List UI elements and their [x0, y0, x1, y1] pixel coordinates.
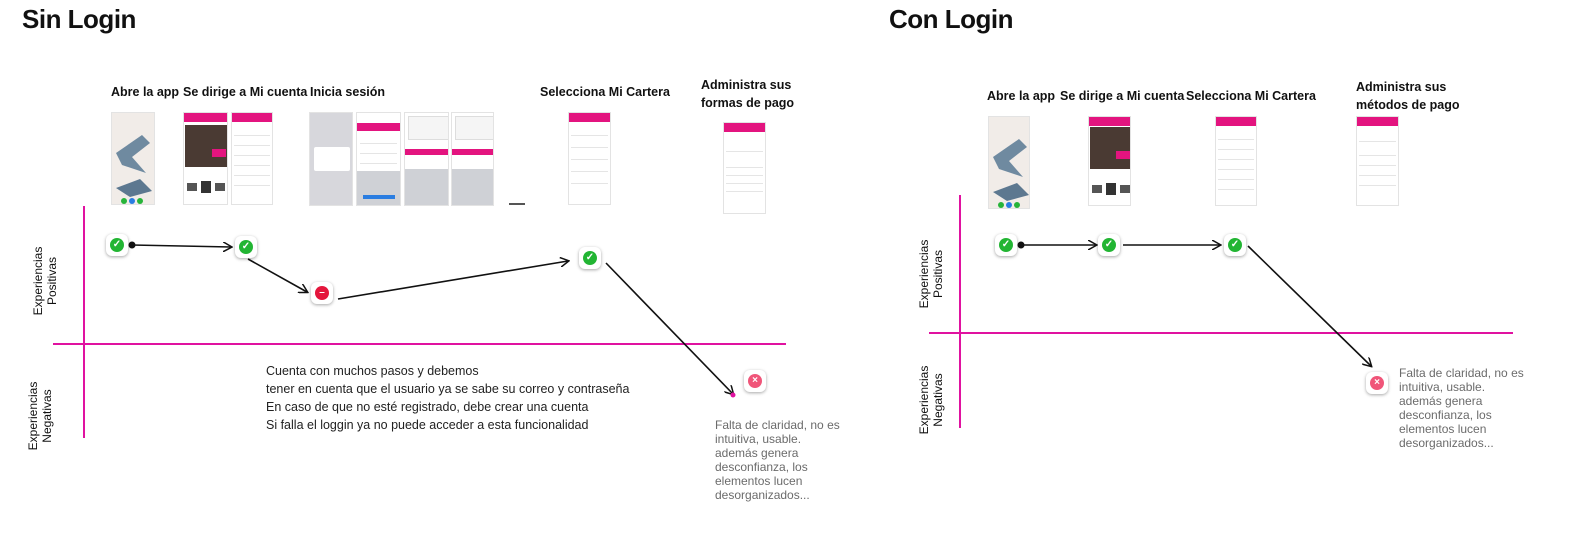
- right-node-my-account: ✓: [1098, 234, 1120, 256]
- screen-login-keyboard-thumbnail-2: [451, 112, 494, 206]
- check-circle-icon: ✓: [583, 251, 597, 265]
- x-circle-icon: ×: [748, 374, 762, 388]
- check-circle-icon: ✓: [1102, 238, 1116, 252]
- right-x-axis: [929, 332, 1513, 334]
- right-final-note: Falta de claridad, no es intuitiva, usab…: [1399, 366, 1524, 450]
- left-note-line-4: Si falla el loggin ya no puede acceder a…: [266, 418, 589, 432]
- left-end-dot: [730, 392, 736, 398]
- check-circle-icon: ✓: [999, 238, 1013, 252]
- right-step-manage-2: métodos de pago: [1356, 98, 1460, 112]
- screen-placeholder-bar: [509, 203, 525, 205]
- right-title: Con Login: [889, 4, 1014, 34]
- right-node-open-app: ✓: [995, 234, 1017, 256]
- left-title: Sin Login: [22, 4, 136, 34]
- left-node-wallet: ✓: [579, 247, 601, 269]
- left-node-my-account: ✓: [235, 236, 257, 258]
- right-start-dot: [1017, 241, 1025, 249]
- right-node-wallet: ✓: [1224, 234, 1246, 256]
- check-circle-icon: ✓: [239, 240, 253, 254]
- right-step-my-account: Se dirige a Mi cuenta: [1060, 89, 1185, 103]
- left-note-line-3: En caso de que no esté registrado, debe …: [266, 400, 589, 414]
- screen-login-keyboard-thumbnail-1: [404, 112, 449, 206]
- check-circle-icon: ✓: [1228, 238, 1242, 252]
- right-step-wallet: Selecciona Mi Cartera: [1186, 89, 1316, 103]
- screen-login-form-thumbnail: [356, 112, 401, 206]
- left-arrow-1: [131, 245, 231, 247]
- left-step-manage-2: formas de pago: [701, 96, 795, 110]
- screen-store-thumbnail: [1088, 116, 1131, 206]
- screen-home-thumbnail: [988, 116, 1030, 209]
- left-node-open-app: ✓: [106, 234, 128, 256]
- screen-payment-methods-thumbnail: [1356, 116, 1399, 206]
- right-arrow-3: [1247, 245, 1371, 366]
- screen-store-thumbnail: [183, 112, 228, 205]
- right-step-manage-1: Administra sus: [1356, 80, 1447, 94]
- left-y-axis: [83, 206, 85, 438]
- left-note-line-2: tener en cuenta que el usuario ya se sab…: [266, 382, 630, 396]
- minus-circle-icon: –: [315, 286, 329, 300]
- right-node-payment-methods: ×: [1366, 372, 1388, 394]
- left-step-open-app: Abre la app: [111, 85, 180, 99]
- left-note-line-1: Cuenta con muchos pasos y debemos: [266, 364, 479, 378]
- screen-account-thumbnail: [231, 112, 273, 205]
- left-arrow-2: [247, 258, 307, 292]
- screen-wallet-thumbnail: [568, 112, 611, 205]
- x-circle-icon: ×: [1370, 376, 1384, 390]
- left-node-payment-methods: ×: [744, 370, 766, 392]
- left-step-manage-1: Administra sus: [701, 78, 792, 92]
- right-step-open-app: Abre la app: [987, 89, 1056, 103]
- left-node-login: –: [311, 282, 333, 304]
- screen-login-dialog-thumbnail: [309, 112, 353, 206]
- left-arrow-4: [605, 262, 733, 394]
- screen-wallet-thumbnail: [1215, 116, 1257, 206]
- left-start-dot: [128, 241, 136, 249]
- left-arrow-3: [337, 261, 568, 300]
- left-step-login: Inicia sesión: [310, 85, 386, 99]
- screen-home-thumbnail: [111, 112, 155, 205]
- left-step-my-account: Se dirige a Mi cuenta: [183, 85, 308, 99]
- left-x-axis: [53, 343, 786, 345]
- screen-payment-methods-thumbnail: [723, 122, 766, 214]
- left-final-note: Falta de claridad, no es intuitiva, usab…: [715, 418, 840, 502]
- right-y-axis: [959, 195, 961, 428]
- check-circle-icon: ✓: [110, 238, 124, 252]
- left-step-wallet: Selecciona Mi Cartera: [540, 85, 670, 99]
